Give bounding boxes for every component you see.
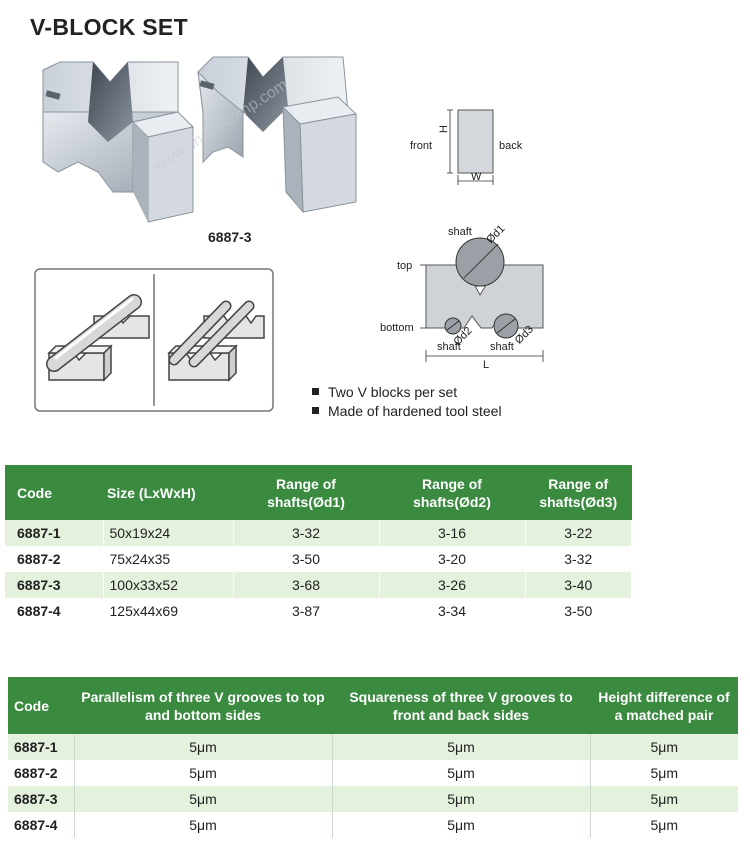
table-row: 6887-2 75x24x35 3-50 3-20 3-32 [5, 546, 632, 572]
left-v-block [42, 61, 194, 223]
block-dimension-diagram: front H back W [410, 109, 523, 185]
table-row: 6887-3 5μm 5μm 5μm [8, 786, 738, 812]
table-row: 6887-3 100x33x52 3-68 3-26 3-40 [5, 572, 632, 598]
bullet-icon [312, 407, 319, 414]
shaft-right-label: shaft [490, 341, 514, 353]
col-header-squareness: Squareness of three V grooves to front a… [332, 677, 590, 734]
col-header-d2: Range of shafts(Ød2) [379, 465, 525, 520]
feature-item: Made of hardened tool steel [312, 401, 502, 420]
usage-illustration [34, 268, 274, 412]
col-header-size: Size (LxWxH) [103, 465, 233, 520]
model-label: 6887-3 [208, 229, 252, 245]
front-label: front [410, 140, 432, 152]
col-header-d3: Range of shafts(Ød3) [525, 465, 632, 520]
table-row: 6887-1 50x19x24 3-32 3-16 3-22 [5, 520, 632, 546]
length-label: L [483, 359, 489, 370]
col-header-code: Code [8, 677, 74, 734]
height-label: H [438, 125, 450, 133]
right-v-block [197, 56, 358, 214]
table-header-row: Code Size (LxWxH) Range of shafts(Ød1) R… [5, 465, 632, 520]
accuracy-table: Code Parallelism of three V grooves to t… [8, 677, 738, 838]
groove-shaft-diagram: shaft Ød1 top bottom Ød2 Ød3 shaft shaft… [380, 223, 544, 370]
single-shaft-setup [46, 294, 150, 382]
col-header-parallelism: Parallelism of three V grooves to top an… [74, 677, 332, 734]
feature-item: Two V blocks per set [312, 382, 502, 401]
col-header-d1: Range of shafts(Ød1) [233, 465, 379, 520]
back-label: back [499, 140, 523, 152]
v-block-product-image: www.chandcomp.com [42, 56, 358, 223]
bullet-icon [312, 388, 319, 395]
page-title: V-BLOCK SET [30, 14, 188, 40]
col-header-height-difference: Height difference of a matched pair [590, 677, 738, 734]
size-range-table: Code Size (LxWxH) Range of shafts(Ød1) R… [5, 465, 632, 624]
table-row: 6887-1 5μm 5μm 5μm [8, 734, 738, 760]
top-label: top [397, 260, 412, 272]
table-header-row: Code Parallelism of three V grooves to t… [8, 677, 738, 734]
table-row: 6887-4 125x44x69 3-87 3-34 3-50 [5, 598, 632, 624]
shaft-top-label: shaft [448, 226, 472, 238]
shaft-left-label: shaft [437, 341, 461, 353]
table-row: 6887-2 5μm 5μm 5μm [8, 760, 738, 786]
table-row: 6887-4 5μm 5μm 5μm [8, 812, 738, 838]
col-header-code: Code [5, 465, 103, 520]
width-label: W [471, 171, 482, 183]
double-shaft-setup [167, 300, 265, 382]
bottom-label: bottom [380, 322, 414, 334]
feature-list: Two V blocks per set Made of hardened to… [312, 382, 502, 420]
